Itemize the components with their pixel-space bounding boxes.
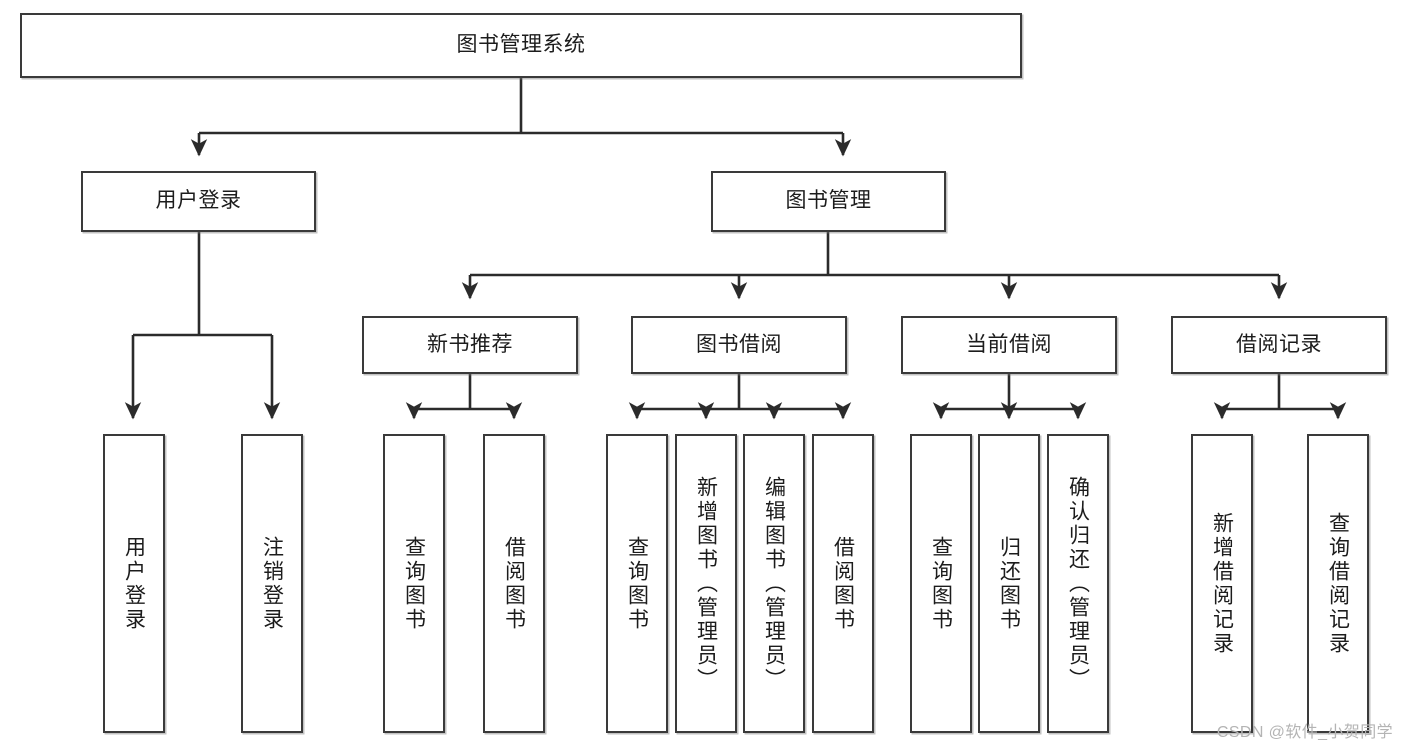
node-leaf-query-book-3-label: 查询图书: [929, 535, 953, 632]
node-leaf-query-book-3[interactable]: 查询图书: [910, 434, 972, 733]
node-leaf-query-book-1-label: 查询图书: [402, 535, 426, 632]
node-leaf-borrow-book-2[interactable]: 借阅图书: [812, 434, 874, 733]
node-leaf-confirm-return[interactable]: 确认归还（管理员）: [1047, 434, 1109, 733]
node-leaf-query-record[interactable]: 查询借阅记录: [1307, 434, 1369, 733]
node-current-borrow[interactable]: 当前借阅: [901, 316, 1117, 374]
node-leaf-add-record[interactable]: 新增借阅记录: [1191, 434, 1253, 733]
node-leaf-borrow-book-1[interactable]: 借阅图书: [483, 434, 545, 733]
node-leaf-logout-label: 注销登录: [260, 535, 284, 632]
node-leaf-edit-book-label: 编辑图书（管理员）: [762, 475, 786, 692]
node-leaf-return-book-label: 归还图书: [997, 535, 1021, 632]
node-leaf-confirm-return-label: 确认归还（管理员）: [1066, 475, 1090, 692]
node-borrow-record[interactable]: 借阅记录: [1171, 316, 1387, 374]
node-book-manage-label: 图书管理: [785, 189, 872, 213]
watermark-text: CSDN @软件_小贺同学: [1216, 724, 1393, 741]
node-leaf-query-book-2[interactable]: 查询图书: [606, 434, 668, 733]
node-user-login[interactable]: 用户登录: [81, 171, 316, 232]
node-leaf-user-login-label: 用户登录: [122, 535, 146, 632]
node-book-manage[interactable]: 图书管理: [711, 171, 946, 232]
node-leaf-query-book-1[interactable]: 查询图书: [383, 434, 445, 733]
node-leaf-logout[interactable]: 注销登录: [241, 434, 303, 733]
node-new-book-rec-label: 新书推荐: [427, 332, 513, 356]
node-user-login-label: 用户登录: [155, 189, 242, 213]
node-book-borrow-label: 图书借阅: [696, 332, 782, 356]
node-leaf-query-record-label: 查询借阅记录: [1326, 511, 1350, 656]
node-leaf-query-book-2-label: 查询图书: [625, 535, 649, 632]
node-root[interactable]: 图书管理系统: [20, 13, 1022, 78]
node-leaf-user-login[interactable]: 用户登录: [103, 434, 165, 733]
node-leaf-add-book[interactable]: 新增图书（管理员）: [675, 434, 737, 733]
node-book-borrow[interactable]: 图书借阅: [631, 316, 847, 374]
node-root-label: 图书管理系统: [456, 33, 586, 57]
node-leaf-add-book-label: 新增图书（管理员）: [694, 475, 718, 692]
node-new-book-rec[interactable]: 新书推荐: [362, 316, 578, 374]
node-leaf-borrow-book-1-label: 借阅图书: [502, 535, 526, 632]
node-leaf-edit-book[interactable]: 编辑图书（管理员）: [743, 434, 805, 733]
node-current-borrow-label: 当前借阅: [966, 332, 1052, 356]
node-leaf-add-record-label: 新增借阅记录: [1210, 511, 1234, 656]
node-leaf-borrow-book-2-label: 借阅图书: [831, 535, 855, 632]
node-leaf-return-book[interactable]: 归还图书: [978, 434, 1040, 733]
node-borrow-record-label: 借阅记录: [1236, 332, 1322, 356]
